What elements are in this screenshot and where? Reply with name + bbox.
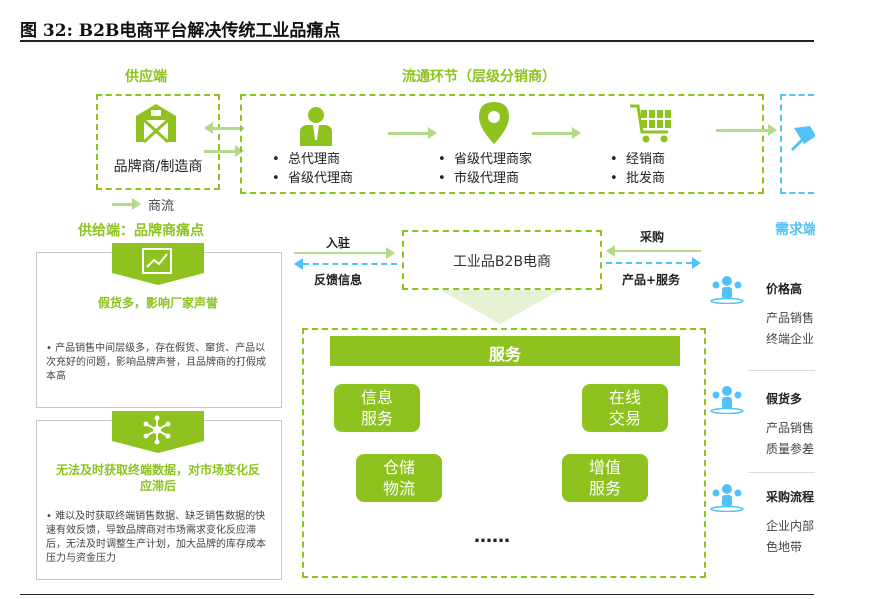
title-rule bbox=[20, 40, 814, 42]
barn-icon bbox=[136, 104, 176, 144]
demand-pain-head: 采购流程 bbox=[766, 490, 815, 504]
purchase-arrow-head bbox=[606, 245, 615, 257]
platform-label-purchase: 采购 bbox=[640, 230, 665, 244]
flow-arrow bbox=[388, 132, 430, 135]
divider bbox=[748, 370, 828, 371]
feedback-arrow bbox=[303, 263, 397, 265]
demand-box bbox=[780, 94, 842, 194]
flow-legend-label: 商流 bbox=[148, 199, 175, 214]
pushpin-icon bbox=[790, 126, 816, 152]
service-value-added-button[interactable]: 增值 服务 bbox=[562, 454, 648, 502]
services-banner: 服务 bbox=[330, 336, 680, 366]
demand-pain-head: 价格高 bbox=[766, 282, 803, 296]
flow-arrow bbox=[532, 132, 574, 135]
supply-header: 供应端 bbox=[125, 69, 167, 85]
service-trade-button[interactable]: 在线 交易 bbox=[582, 384, 668, 432]
demand-pain-text: 企业内部 色地带 bbox=[766, 519, 815, 554]
platform-label-feedback: 反馈信息 bbox=[314, 273, 363, 287]
platform-box: 工业品B2B电商 bbox=[402, 230, 602, 290]
people-group-icon bbox=[710, 276, 744, 304]
demand-header: 需求端 bbox=[775, 222, 817, 238]
product-arrow-head bbox=[692, 257, 701, 269]
trend-chart-icon bbox=[142, 248, 172, 274]
join-arrow bbox=[294, 252, 388, 254]
platform-label: 工业品B2B电商 bbox=[452, 254, 552, 270]
pain-panel-head: 假货多，影响厂家声誉 bbox=[97, 296, 218, 310]
list-item: • 经销商 bbox=[610, 152, 665, 167]
flow-arrow-head bbox=[768, 124, 777, 136]
down-arrow-shape bbox=[440, 290, 560, 324]
circulation-box: • 总代理商 • 省级代理商 • 省级代理商家 • 市级代理商 • 经销商 • … bbox=[240, 94, 764, 194]
services-more: …… bbox=[474, 526, 510, 547]
people-group-icon bbox=[710, 386, 744, 414]
location-pin-icon bbox=[479, 102, 509, 144]
feedback-arrow-head bbox=[294, 258, 303, 270]
flow-arrow bbox=[716, 129, 770, 132]
group3-list: • 经销商 • 批发商 bbox=[610, 150, 665, 188]
supply-box: 品牌商/制造商 bbox=[96, 94, 220, 190]
list-item: • 省级代理商家 bbox=[438, 152, 532, 167]
join-arrow-head bbox=[386, 247, 395, 259]
list-item: • 省级代理商 bbox=[272, 171, 353, 186]
right-clip bbox=[815, 42, 869, 594]
service-logistics-button[interactable]: 仓储 物流 bbox=[356, 454, 442, 502]
pain-section-header: 供给端：品牌商痛点 bbox=[78, 223, 204, 239]
network-icon bbox=[143, 415, 171, 445]
services-header: 服务 bbox=[488, 345, 521, 364]
bottom-rule bbox=[20, 594, 814, 595]
group1-list: • 总代理商 • 省级代理商 bbox=[272, 150, 353, 188]
service-info-button[interactable]: 信息 服务 bbox=[334, 384, 420, 432]
flow-arrow-head bbox=[428, 127, 437, 139]
demand-pain-text: 产品销售 终端企业 bbox=[766, 311, 815, 346]
demand-pain-head: 假货多 bbox=[766, 392, 803, 406]
pain-panel-text: • 难以及时获取终端销售数据、缺乏销售数据的快速有效反馈，导致品牌商对市场需求变… bbox=[46, 511, 266, 564]
legend-arrow bbox=[112, 203, 134, 206]
group2-list: • 省级代理商家 • 市级代理商 bbox=[438, 150, 532, 188]
list-item: • 市级代理商 bbox=[438, 171, 519, 186]
platform-label-join: 入驻 bbox=[326, 236, 351, 250]
list-item: • 批发商 bbox=[610, 171, 665, 186]
divider bbox=[748, 472, 828, 473]
figure-title: 图 32: B2B电商平台解决传统工业品痛点 bbox=[20, 21, 341, 41]
product-arrow bbox=[606, 262, 692, 264]
pain-panel-text: • 产品销售中间层级多，存在假货、窜货、产品以次充好的问题，影响品牌声誉，且品牌… bbox=[46, 343, 266, 382]
shopping-cart-icon bbox=[630, 104, 671, 143]
purchase-arrow bbox=[615, 250, 701, 252]
supply-label: 品牌商/制造商 bbox=[113, 159, 203, 175]
pain-panel-head: 无法及时获取终端数据，对市场变化反应滞后 bbox=[56, 463, 261, 493]
circulation-header: 流通环节（层级分销商） bbox=[402, 69, 556, 85]
platform-label-product: 产品+服务 bbox=[622, 273, 681, 287]
demand-pain-text: 产品销售 质量参差 bbox=[766, 421, 815, 456]
list-item: • 总代理商 bbox=[272, 152, 340, 167]
person-suit-icon bbox=[300, 107, 332, 146]
services-box: 服务 信息 服务 在线 交易 仓储 物流 增值 服务 …… bbox=[302, 328, 706, 578]
supply-exchange-arrows bbox=[204, 122, 244, 157]
flow-arrow-head bbox=[572, 127, 581, 139]
legend-arrow-head bbox=[132, 198, 141, 210]
people-group-icon bbox=[710, 484, 744, 512]
